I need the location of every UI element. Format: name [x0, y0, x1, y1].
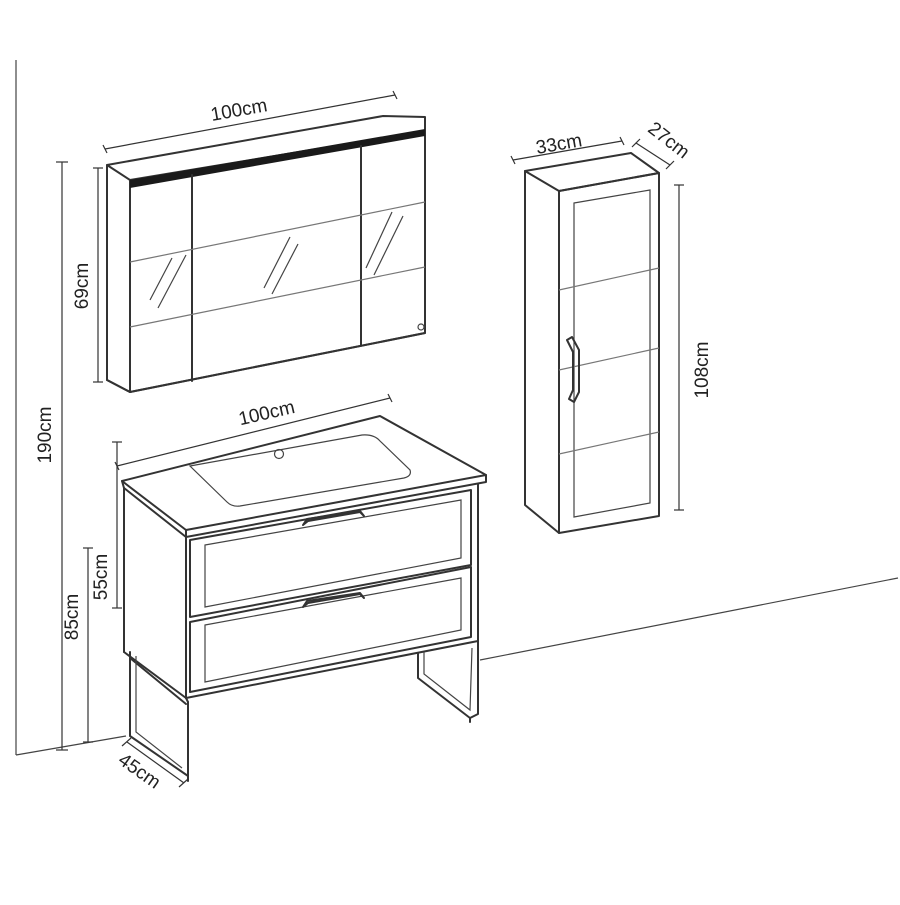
- vanity-body-height-label: 55cm: [91, 554, 112, 600]
- vanity-unit: [121, 415, 487, 782]
- vanity-total-height-dimension: 85cm: [62, 547, 93, 743]
- vanity-total-height-label: 85cm: [62, 594, 83, 640]
- total-height-dimension: 190cm: [35, 161, 68, 751]
- total-height-label: 190cm: [35, 406, 56, 463]
- mirror-height-label: 69cm: [72, 263, 93, 309]
- vanity-width-dimension: 100cm: [114, 393, 393, 471]
- mirror-height-dimension: 69cm: [72, 167, 103, 383]
- tap-hole-icon: [273, 448, 285, 460]
- cabinet-handle: [566, 336, 580, 403]
- mirror-width-label: 100cm: [209, 95, 269, 126]
- basin: [188, 434, 411, 507]
- drawer-handle: [302, 592, 365, 608]
- tall-cabinet-width-dimension: 33cm: [510, 130, 625, 165]
- room-lines: [15, 60, 899, 756]
- vanity-depth-label: 45cm: [114, 750, 164, 794]
- tall-cabinet-depth-label: 27cm: [644, 118, 694, 163]
- tall-cabinet-height-dimension: 108cm: [674, 184, 713, 511]
- mirror-reflection-marks: [149, 211, 404, 309]
- metal-legs: [129, 640, 479, 782]
- led-strip: [130, 129, 425, 188]
- tall-cabinet-height-label: 108cm: [692, 341, 713, 398]
- drawer-handle: [302, 510, 365, 526]
- vanity-body-height-dimension: 55cm: [91, 441, 122, 609]
- vanity-width-label: 100cm: [237, 397, 297, 430]
- power-button-icon: [417, 323, 425, 331]
- vanity-depth-dimension: 45cm: [114, 737, 189, 794]
- tall-cabinet-width-label: 33cm: [534, 130, 583, 159]
- tall-cabinet: [524, 152, 660, 534]
- mirror-cabinet: [106, 115, 426, 393]
